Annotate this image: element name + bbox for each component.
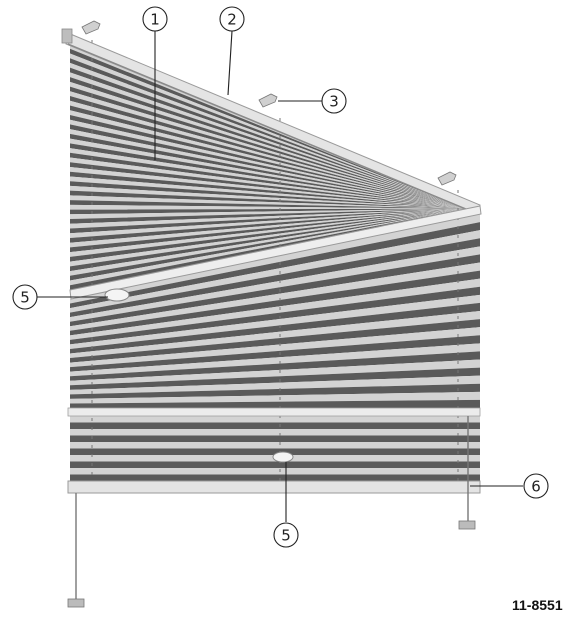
- svg-text:5: 5: [281, 527, 291, 545]
- bottom-rail-handle: [272, 451, 294, 463]
- callout-5-middle-rail: 5: [12, 284, 38, 310]
- mounting-bracket-middle: [258, 93, 278, 108]
- upper-fabric: [70, 44, 478, 290]
- document-code: 11-8551: [512, 597, 563, 613]
- mounting-bracket-right: [437, 171, 457, 186]
- middle-rail-handle: [104, 288, 130, 302]
- svg-text:5: 5: [20, 289, 30, 307]
- svg-text:3: 3: [329, 93, 339, 111]
- callout-3: 3: [321, 88, 347, 114]
- callout-5-bottom-rail: 5: [273, 522, 299, 548]
- callout-1: 1: [142, 6, 168, 32]
- callout-2: 2: [219, 6, 245, 32]
- bottom-bracket-right: [458, 520, 476, 530]
- bottom-bracket-left: [67, 598, 85, 608]
- tension-cords: [91, 40, 459, 482]
- mounting-bracket-left: [81, 20, 101, 35]
- bottom-rail-lower-rail: [67, 407, 481, 417]
- lower-fabric: [70, 214, 480, 481]
- bottom-rail: [67, 480, 481, 494]
- svg-text:1: 1: [150, 11, 160, 29]
- top-rail-shadow: [67, 43, 479, 215]
- leader-lines: [37, 30, 523, 522]
- svg-text:2: 2: [227, 11, 237, 29]
- middle-rail: [69, 205, 482, 300]
- top-rail-endcap: [61, 28, 73, 44]
- callout-6: 6: [523, 473, 549, 499]
- svg-text:6: 6: [531, 478, 541, 496]
